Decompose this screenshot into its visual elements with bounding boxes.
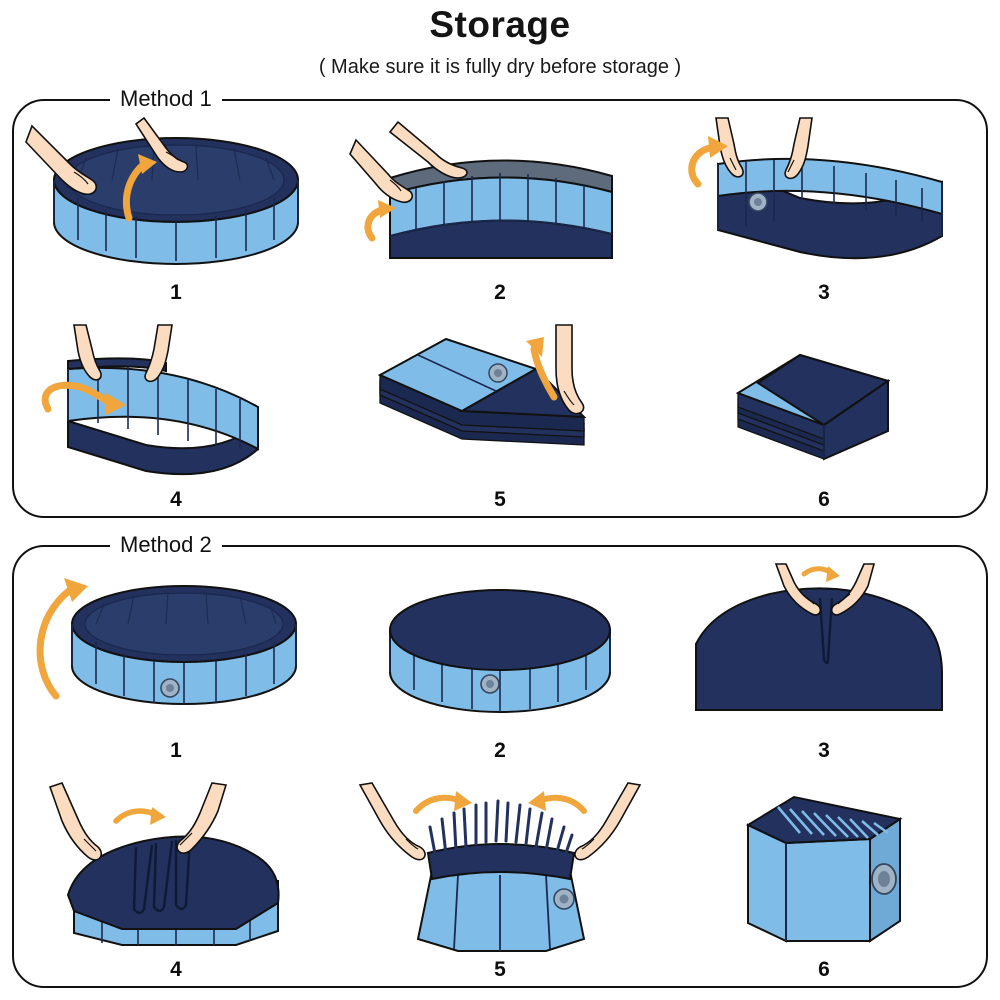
step-number: 6 bbox=[818, 488, 830, 511]
illustration-round-pool-open bbox=[25, 116, 326, 278]
arrow-curve-up-left-icon bbox=[688, 135, 728, 187]
drain-plug-icon bbox=[160, 677, 180, 698]
hand-right-icon bbox=[176, 782, 228, 854]
method-1-steps: 1 bbox=[14, 101, 986, 516]
step-m1-3: 3 bbox=[662, 101, 986, 309]
illustration-pool-wall-fold-over bbox=[26, 324, 326, 485]
step-m1-6: 6 bbox=[662, 309, 986, 517]
step-m2-4: 4 bbox=[14, 767, 338, 987]
hand-right-icon bbox=[144, 324, 173, 383]
method-2-label: Method 2 bbox=[110, 532, 222, 558]
step-number: 1 bbox=[170, 738, 182, 762]
hand-left-icon bbox=[774, 562, 822, 616]
arrow-small-curve-right-icon bbox=[113, 807, 166, 825]
step-number: 6 bbox=[818, 958, 830, 981]
illustration-compressed-block bbox=[674, 783, 974, 955]
hand-right-icon bbox=[784, 116, 813, 179]
arrow-tall-curve-up-icon bbox=[36, 577, 88, 699]
drain-plug-icon bbox=[480, 673, 500, 694]
illustration-round-pool-upright bbox=[26, 564, 326, 736]
step-m1-5: 5 bbox=[338, 309, 662, 517]
step-m1-1: 1 bbox=[14, 101, 338, 309]
illustration-stacked-layers-triangle-flap bbox=[350, 324, 650, 485]
arrow-curve-up-icon bbox=[122, 153, 157, 221]
step-number: 2 bbox=[494, 738, 506, 762]
step-m2-5: 5 bbox=[338, 767, 662, 987]
hand-right-icon bbox=[574, 782, 642, 861]
hand-lower-icon bbox=[349, 138, 414, 203]
step-number: 5 bbox=[494, 488, 506, 511]
hand-left-icon bbox=[48, 782, 103, 861]
arrow-left-inward-icon bbox=[413, 791, 472, 814]
page-subtitle: ( Make sure it is fully dry before stora… bbox=[318, 56, 682, 78]
step-number: 3 bbox=[818, 738, 830, 762]
page-title: Storage bbox=[429, 4, 571, 45]
arrow-right-inward-icon bbox=[528, 791, 587, 814]
hand-left-icon bbox=[73, 324, 102, 381]
hand-left-icon bbox=[25, 124, 98, 195]
step-m1-2: 2 bbox=[338, 101, 662, 309]
illustration-gather-pleats bbox=[26, 782, 326, 955]
step-m1-4: 4 bbox=[14, 309, 338, 517]
illustration-pool-inverted-flat-top bbox=[350, 564, 650, 736]
illustration-pinch-first-pleat bbox=[674, 562, 974, 736]
step-number: 2 bbox=[494, 280, 506, 304]
arrow-small-curve-right-icon bbox=[801, 565, 840, 582]
step-number: 4 bbox=[170, 958, 182, 981]
drain-plug-icon bbox=[488, 363, 508, 383]
step-number: 5 bbox=[494, 958, 506, 981]
method-1-panel: Method 1 bbox=[12, 86, 988, 518]
hand-icon bbox=[555, 324, 585, 415]
arrow-curve-left-up-icon bbox=[364, 199, 396, 241]
step-m2-6: 6 bbox=[662, 767, 986, 987]
illustration-final-folded-stack bbox=[674, 325, 974, 485]
hand-upper-icon bbox=[388, 120, 468, 179]
step-m2-1: 1 bbox=[14, 547, 338, 767]
step-number: 4 bbox=[170, 488, 182, 511]
method-2-panel: Method 2 bbox=[12, 532, 988, 988]
hand-right-icon bbox=[134, 116, 189, 173]
drain-plug-icon bbox=[748, 191, 768, 212]
method-2-steps: 1 2 bbox=[14, 547, 986, 986]
illustration-many-pleats-squeeze bbox=[350, 782, 650, 955]
drain-plug-icon bbox=[871, 863, 897, 895]
hand-right-icon bbox=[830, 562, 876, 616]
arrow-curve-up-icon bbox=[526, 337, 558, 401]
step-m2-2: 2 bbox=[338, 547, 662, 767]
drain-plug-icon bbox=[553, 888, 575, 910]
step-number: 1 bbox=[170, 280, 182, 304]
hand-left-icon bbox=[358, 782, 426, 861]
step-m2-3: 3 bbox=[662, 547, 986, 767]
illustration-pool-folded-flat-panel bbox=[674, 116, 974, 278]
step-number: 3 bbox=[818, 280, 830, 304]
hand-left-icon bbox=[715, 116, 744, 178]
method-1-label: Method 1 bbox=[110, 86, 222, 112]
illustration-pool-wall-collapsing bbox=[349, 118, 650, 278]
arrow-sweep-right-icon bbox=[41, 381, 126, 415]
